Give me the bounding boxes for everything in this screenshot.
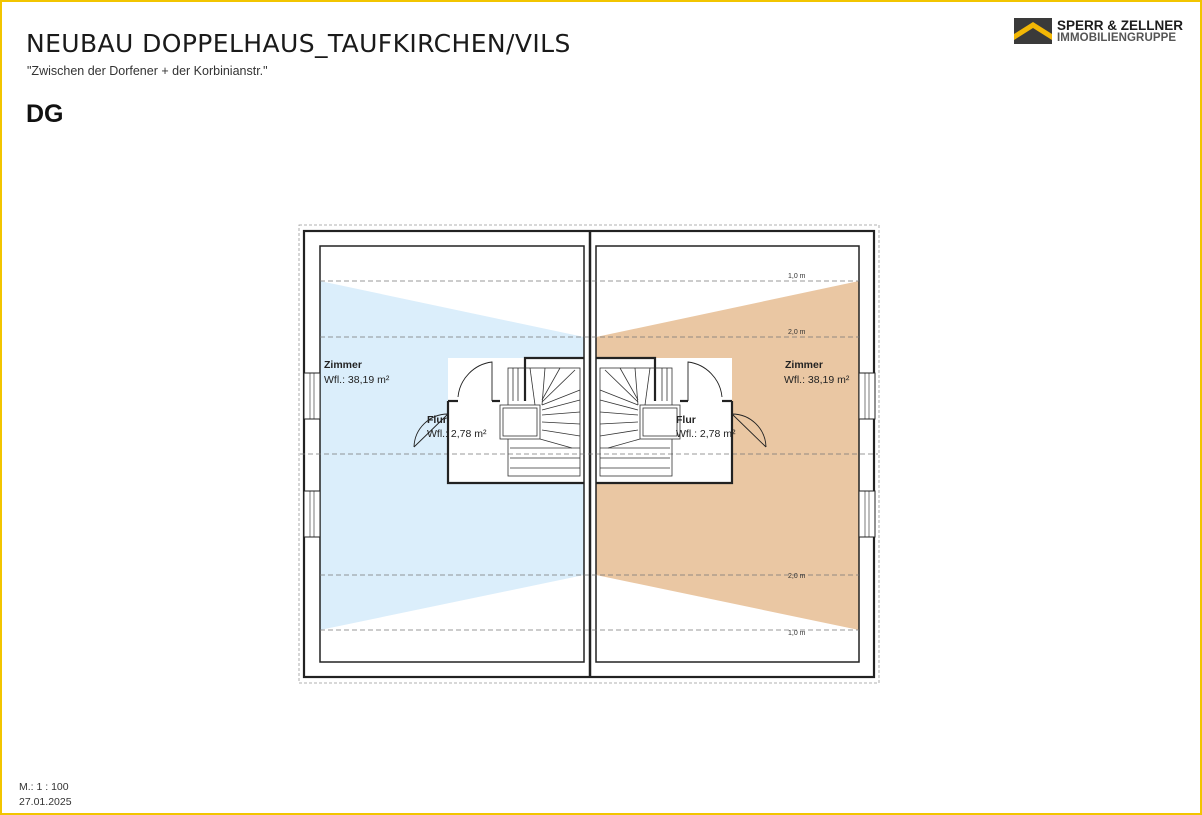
left-flur-label: Flur xyxy=(427,414,447,426)
floor-label: DG xyxy=(26,100,64,128)
right-flur-area: Wfl.: 2,78 m² xyxy=(676,428,736,440)
height-label-bottom-1m: 1,0 m xyxy=(788,630,806,637)
scale-label: M.: 1 : 100 xyxy=(19,781,69,793)
left-flur-area: Wfl.: 2,78 m² xyxy=(427,428,487,440)
logo-company-subtitle: IMMOBILIENGRUPPE xyxy=(1057,32,1177,44)
date-label: 27.01.2025 xyxy=(19,796,72,808)
left-zimmer-label: Zimmer xyxy=(324,359,362,371)
height-label-bottom-2m: 2,0 m xyxy=(788,573,806,580)
height-label-top-2m: 2,0 m xyxy=(788,329,806,336)
height-label-top-1m: 1,0 m xyxy=(788,273,806,280)
logo-house-icon xyxy=(1014,18,1052,44)
company-logo: SPERR & ZELLNER IMMOBILIENGRUPPE xyxy=(1014,18,1189,46)
right-flur-label: Flur xyxy=(676,414,696,426)
right-zimmer-area: Wfl.: 38,19 m² xyxy=(784,374,850,386)
logo-company-name: SPERR & ZELLNER xyxy=(1057,18,1184,33)
plan-outline xyxy=(298,224,880,684)
left-zimmer-area: Wfl.: 38,19 m² xyxy=(324,374,390,386)
page-subtitle: "Zwischen der Dorfener + der Korbinianst… xyxy=(27,64,268,78)
page-title: NEUBAU DOPPELHAUS_TAUFKIRCHEN/VILS xyxy=(26,29,571,58)
right-zimmer-label: Zimmer xyxy=(785,359,823,371)
